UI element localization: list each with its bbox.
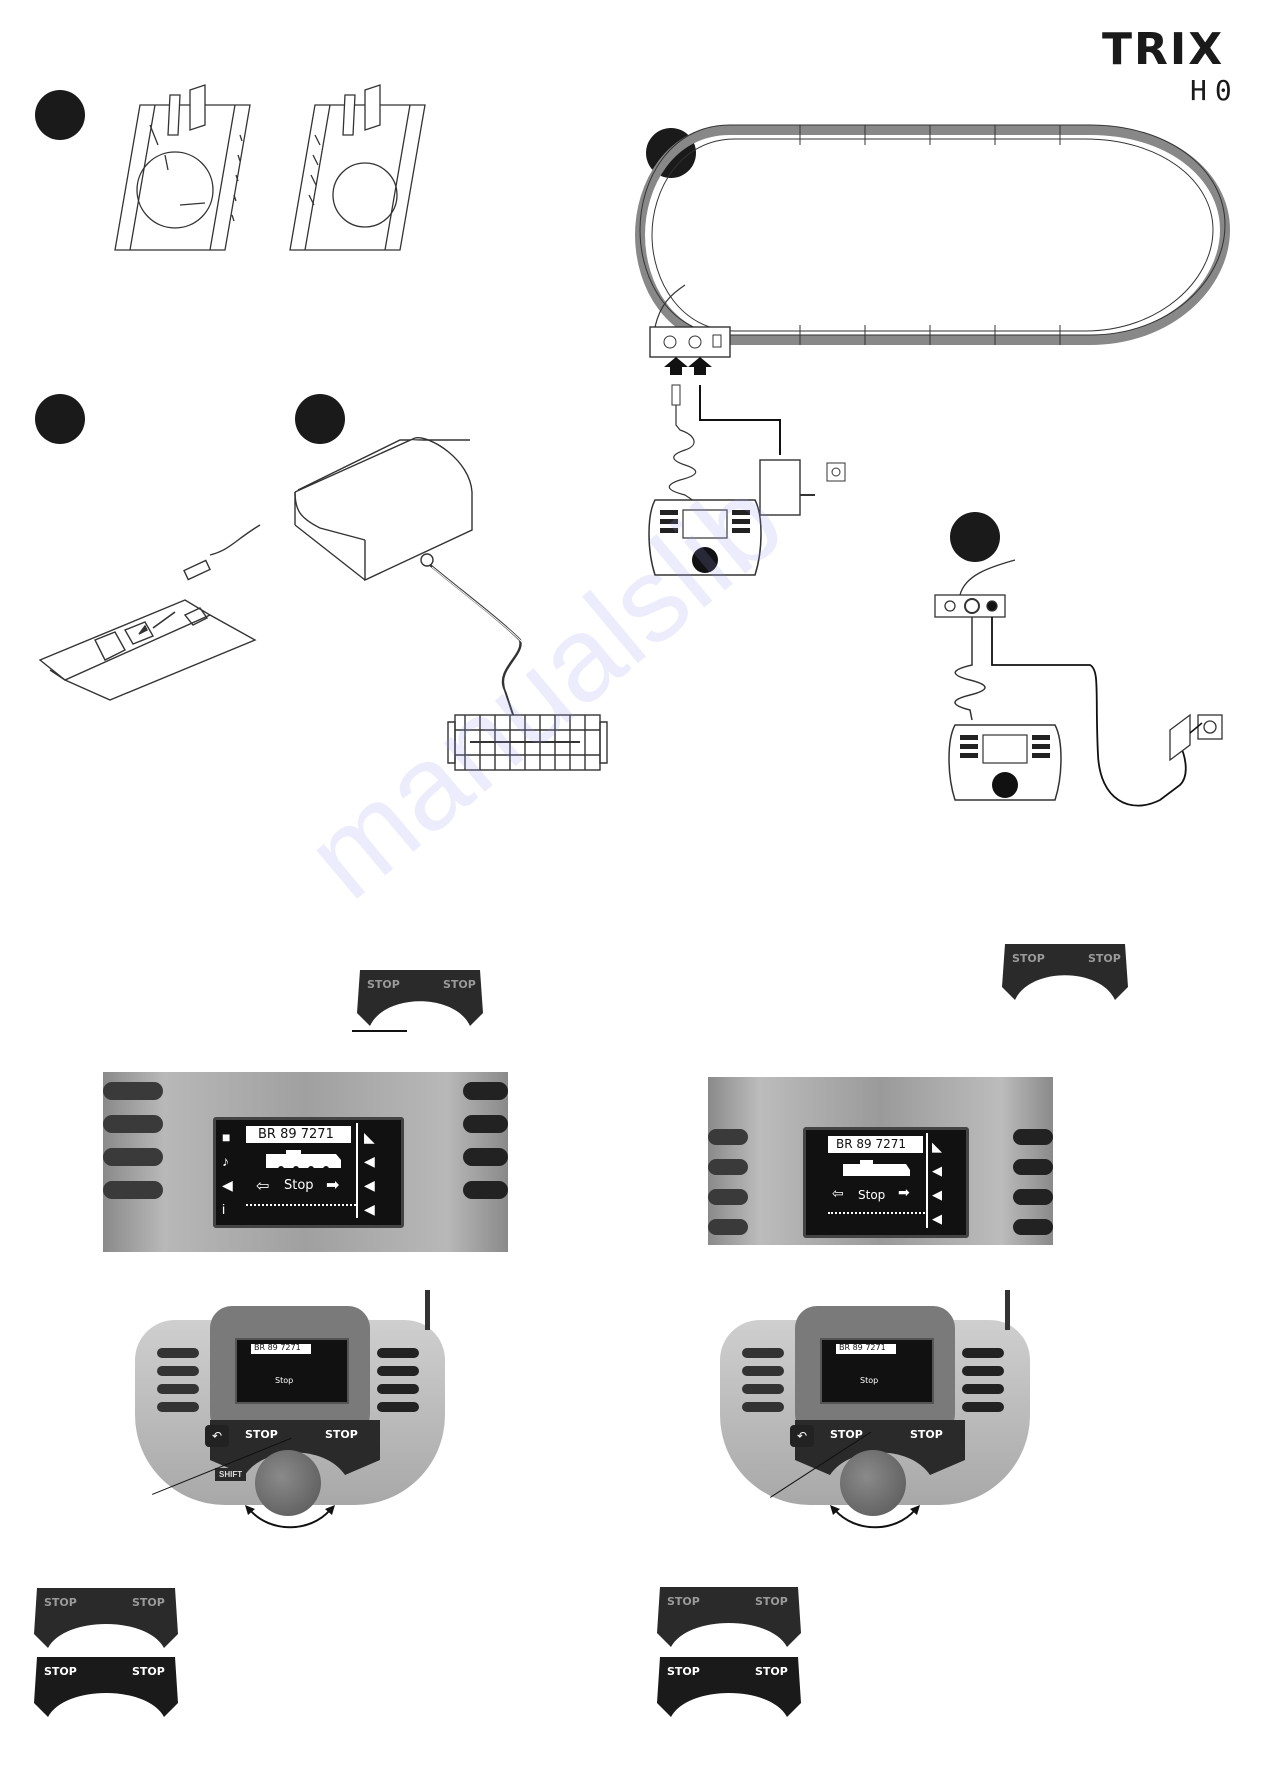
stop-right-label: STOP <box>132 1596 165 1609</box>
stop-right-label: STOP <box>755 1595 788 1608</box>
stop-right-label: STOP <box>132 1665 165 1678</box>
arrow-left-icon: ⇦ <box>832 1185 844 1201</box>
display-closeup-left: BR 89 7271 Stop ⇦ ➡ ◣◀◀◀ ■♪◀i <box>103 1072 508 1252</box>
control-knob <box>255 1450 321 1516</box>
controller-illustration-b <box>948 724 1062 801</box>
function-icons-right: ◣◀◀◀ <box>364 1129 375 1217</box>
loco-name-display: BR 89 7271 <box>254 1343 301 1352</box>
arrow-right-icon: ➡ <box>326 1177 340 1194</box>
display-closeup-right: BR 89 7271 Stop ⇦ ➡ ◣◀◀◀ <box>708 1077 1053 1245</box>
control-box-track-illustration <box>294 437 608 771</box>
mode-display: Stop <box>275 1376 294 1385</box>
stop-left-label: STOP <box>667 1665 700 1678</box>
underline-mark <box>352 1030 407 1032</box>
step-marker-1 <box>35 90 85 140</box>
stop-keys-icon-left: STOP STOP <box>357 970 483 1026</box>
controller-illustration-a <box>648 499 762 576</box>
function-icons-right: ◣◀◀◀ <box>932 1139 942 1226</box>
stop-keys-icon-right: STOP STOP <box>1002 944 1128 1000</box>
stop-left-label: STOP <box>830 1428 863 1441</box>
loco-name-display: BR 89 7271 <box>258 1127 334 1142</box>
stop-left-label: STOP <box>367 978 400 991</box>
stop-right-label: STOP <box>325 1428 358 1441</box>
feeder-clip-illustration <box>38 524 261 701</box>
track-clip-illustration-b <box>289 84 426 251</box>
stop-left-label: STOP <box>44 1665 77 1678</box>
stop-keys-state-b-right: STOP STOP <box>657 1657 801 1717</box>
mode-display: Stop <box>284 1178 314 1193</box>
controller-photo-left: BR 89 7271 Stop STOP STOP ↶ SHIFT <box>135 1290 445 1540</box>
stop-keys-state-a-left: STOP STOP <box>34 1588 178 1648</box>
back-button: ↶ <box>205 1425 229 1447</box>
controller-photo-right: BR 89 7271 Stop STOP STOP ↶ <box>720 1290 1030 1540</box>
arrow-right-icon: ➡ <box>898 1184 910 1200</box>
stop-right-label: STOP <box>910 1428 943 1441</box>
mode-display: Stop <box>858 1188 886 1202</box>
control-knob <box>840 1450 906 1516</box>
stop-keys-state-a-right: STOP STOP <box>657 1587 801 1647</box>
stop-left-label: STOP <box>44 1596 77 1609</box>
scale-label: H0 <box>1190 74 1240 107</box>
track-clip-illustration-a <box>114 84 251 251</box>
stop-right-label: STOP <box>755 1665 788 1678</box>
brand-logo: TRIX <box>1102 24 1225 75</box>
step-marker-5 <box>950 512 1000 562</box>
mode-display: Stop <box>860 1376 879 1385</box>
loco-name-display: BR 89 7271 <box>839 1343 886 1352</box>
back-button: ↶ <box>790 1425 814 1447</box>
shift-label: SHIFT <box>215 1468 247 1481</box>
stop-left-label: STOP <box>667 1595 700 1608</box>
arrow-left-icon: ⇦ <box>256 1178 270 1195</box>
loco-name-display: BR 89 7271 <box>836 1137 907 1151</box>
stop-keys-state-b-left: STOP STOP <box>34 1657 178 1717</box>
stop-right-label: STOP <box>443 978 476 991</box>
stop-left-label: STOP <box>245 1428 278 1441</box>
step-marker-3 <box>295 394 345 444</box>
stop-left-label: STOP <box>1012 952 1045 965</box>
function-icons-left: ■♪◀i <box>222 1129 233 1217</box>
step-marker-2 <box>35 394 85 444</box>
alt-connection-illustration <box>934 559 1223 807</box>
stop-right-label: STOP <box>1088 952 1121 965</box>
oval-track-layout <box>634 124 1231 516</box>
